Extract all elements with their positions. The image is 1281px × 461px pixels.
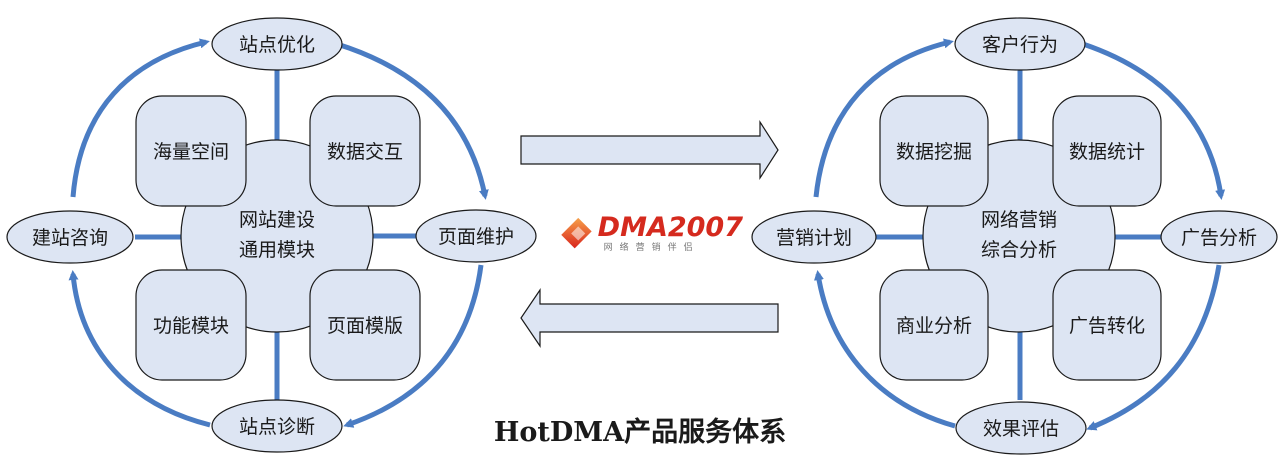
right-module-label-1: 数据挖掘 bbox=[896, 141, 972, 163]
right-center-label-line1: 网络营销 bbox=[981, 209, 1057, 231]
logo-brand: DMA2007 bbox=[597, 211, 743, 243]
right-module-box-3 bbox=[879, 269, 989, 381]
left-module-box-3 bbox=[135, 269, 247, 381]
left-module-label-3: 功能模块 bbox=[153, 315, 229, 337]
left-module-box-4 bbox=[309, 269, 421, 381]
logo-diamond-icon bbox=[561, 217, 592, 249]
left-node-bottom bbox=[211, 399, 343, 453]
left-flow-arrow-bottom-left bbox=[68, 270, 211, 428]
right-node-right-label: 广告分析 bbox=[1181, 227, 1257, 249]
left-center-label-line2: 通用模块 bbox=[239, 239, 315, 261]
right-flow-arrow-top-right bbox=[1082, 41, 1226, 200]
left-module-label-1: 海量空间 bbox=[153, 141, 229, 163]
right-module-box-1 bbox=[879, 95, 989, 207]
block-arrow-left bbox=[520, 288, 779, 348]
left-flow-arrow-top-left bbox=[70, 38, 210, 198]
left-node-left bbox=[6, 210, 134, 264]
left-flow-arrow-top-right bbox=[336, 41, 489, 200]
left-node-left-label: 建站咨询 bbox=[32, 227, 108, 249]
right-module-label-4: 广告转化 bbox=[1069, 315, 1145, 337]
right-node-left bbox=[751, 210, 877, 264]
left-cluster: 海量空间 数据交互 功能模块 页面模版 网站建设 通用模块 站点优化 页面维护 … bbox=[6, 17, 537, 453]
right-flow-arrow-bottom-right bbox=[1086, 264, 1222, 431]
left-module-label-4: 页面模版 bbox=[327, 315, 403, 337]
right-module-box-2 bbox=[1052, 95, 1162, 207]
left-center-label-line1: 网站建设 bbox=[239, 209, 315, 231]
left-node-bottom-label: 站点诊断 bbox=[239, 416, 315, 438]
right-module-label-2: 数据统计 bbox=[1069, 141, 1145, 163]
right-node-bottom bbox=[955, 401, 1087, 455]
logo-words: DMA2007 网络营销伴侣 bbox=[598, 214, 743, 253]
left-flow-arrow-bottom-right bbox=[343, 264, 484, 428]
logo-slogan: 网络营销伴侣 bbox=[603, 242, 700, 253]
right-node-bottom-label: 效果评估 bbox=[983, 418, 1059, 440]
right-node-left-label: 营销计划 bbox=[776, 227, 852, 249]
left-node-top bbox=[211, 17, 343, 71]
block-arrow-right bbox=[520, 119, 779, 181]
right-flow-arrow-top-left bbox=[813, 38, 954, 198]
left-node-right-label: 页面维护 bbox=[438, 226, 514, 248]
left-node-top-label: 站点优化 bbox=[239, 34, 315, 56]
diagram-title: HotDMA产品服务体系 bbox=[494, 417, 786, 448]
right-node-right bbox=[1160, 210, 1278, 264]
left-module-box-1 bbox=[135, 95, 247, 207]
right-module-box-4 bbox=[1052, 269, 1162, 381]
right-center-label-line2: 综合分析 bbox=[981, 239, 1057, 261]
left-module-box-2 bbox=[309, 95, 421, 207]
right-node-top bbox=[954, 17, 1086, 71]
left-module-label-2: 数据交互 bbox=[327, 141, 403, 163]
right-module-label-3: 商业分析 bbox=[896, 315, 972, 337]
right-node-top-label: 客户行为 bbox=[982, 34, 1058, 56]
right-cluster: 数据挖掘 数据统计 商业分析 广告转化 网络营销 综合分析 客户行为 广告分析 … bbox=[751, 17, 1278, 455]
left-node-right bbox=[415, 209, 537, 263]
dma-logo: DMA2007 网络营销伴侣 bbox=[553, 206, 743, 260]
right-flow-arrow-bottom-left bbox=[814, 270, 956, 429]
